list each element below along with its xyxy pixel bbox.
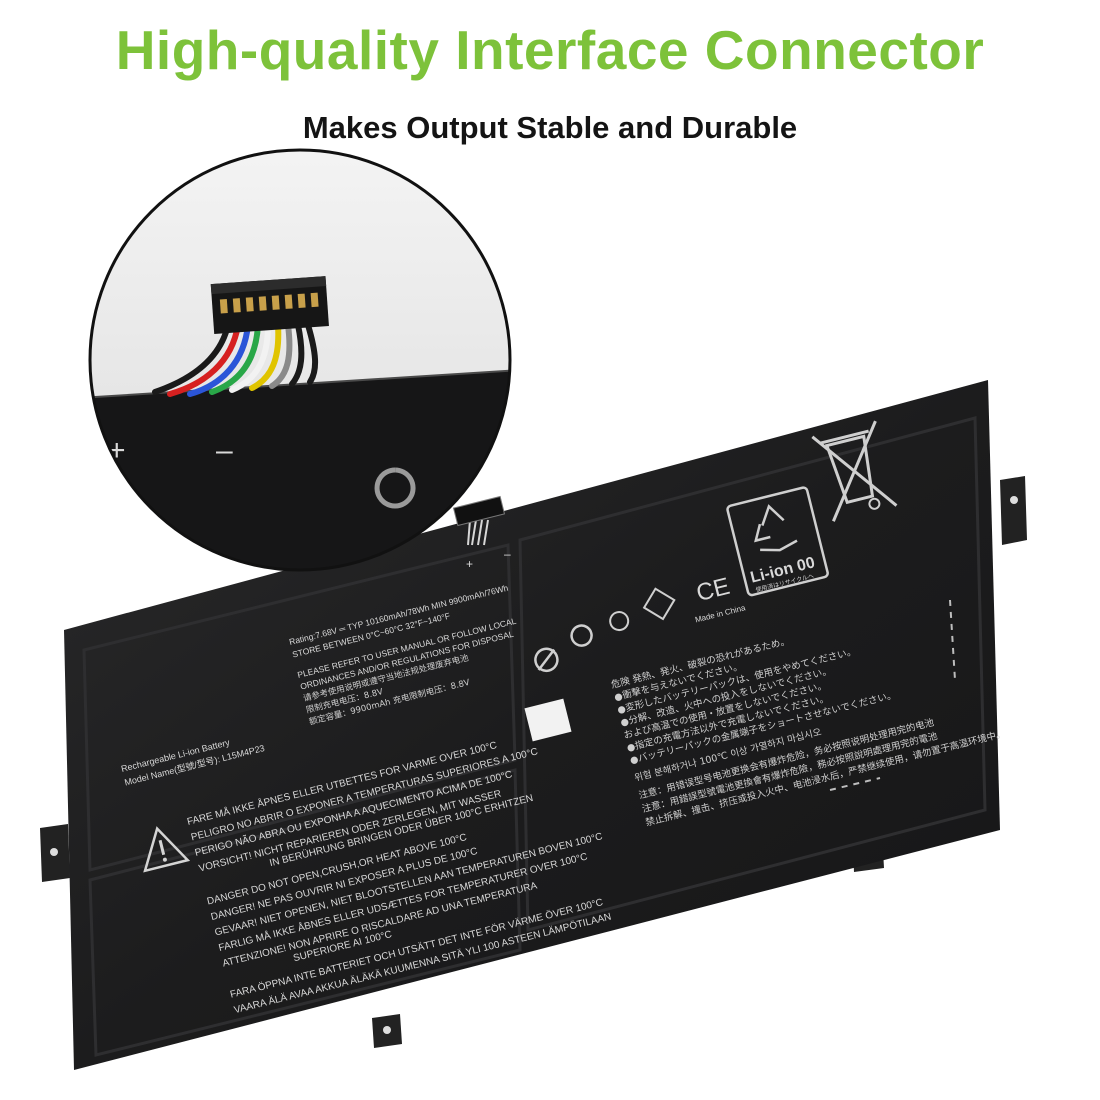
connector-zoom-inset: + –: [88, 148, 512, 572]
no-fire-icon: [534, 647, 559, 673]
connector-housing: [210, 276, 329, 334]
subheadline: Makes Output Stable and Durable: [302, 110, 798, 145]
warning-icon: [143, 826, 191, 873]
mount-tab: [1000, 476, 1027, 545]
circle-mark-icon: [609, 611, 630, 632]
pse-mark-icon: [642, 587, 676, 621]
weee-bin-icon: [811, 420, 898, 522]
nemko-mark-icon: [570, 624, 593, 647]
terminal-plus-label: +: [466, 557, 473, 571]
inset-minus-label: –: [216, 434, 233, 467]
connector-wires: [152, 322, 318, 397]
battery-body: + –: [40, 380, 1027, 1070]
headline: High-quality Interface Connector: [115, 19, 985, 81]
terminal-minus-label: –: [504, 547, 511, 561]
